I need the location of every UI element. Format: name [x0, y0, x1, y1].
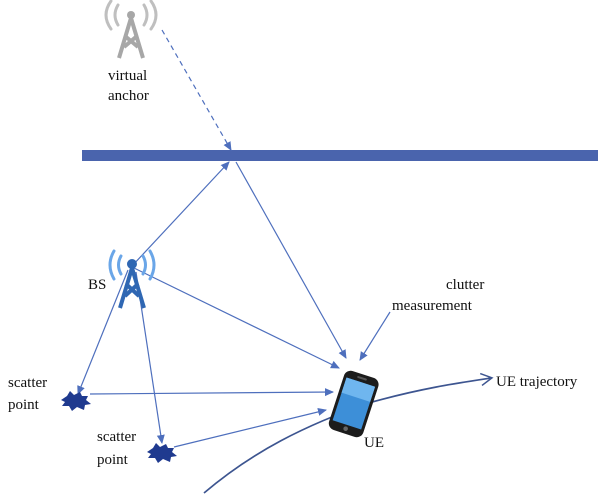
reflecting-wall [82, 150, 598, 161]
virtual-anchor-path [161, 29, 232, 151]
bs-to-ue-ray [133, 267, 340, 369]
ue-smartphone-icon [328, 370, 379, 438]
bs-tower-icon [108, 249, 156, 309]
scatter1-to-ue-ray [89, 388, 334, 397]
wall-to-ue-ray [235, 161, 347, 359]
scatter-point-1-icon [61, 391, 91, 411]
scatter-point-1-label-line1: scatter [8, 375, 47, 391]
scatter2-to-ue-ray [173, 408, 327, 448]
ue-label: UE [364, 435, 384, 451]
virtual-anchor-label-line2: anchor [108, 88, 149, 104]
clutter-measurement-label-line2: measurement [392, 298, 473, 314]
bs-to-wall-ray [131, 161, 230, 267]
clutter-measurement-ray [359, 311, 391, 361]
bs-label: BS [88, 277, 106, 293]
scatter-point-2-label-line2: point [97, 452, 129, 468]
scatter-point-2-label-line1: scatter [97, 429, 136, 445]
clutter-measurement-label-line1: clutter [446, 277, 484, 293]
bs-to-scatter1-ray [77, 269, 129, 395]
virtual-anchor-label-line1: virtual [108, 68, 147, 84]
scatter-point-2-icon [147, 443, 177, 463]
virtual-anchor-tower-icon [104, 0, 158, 59]
ue-trajectory-label: UE trajectory [496, 374, 578, 390]
scatter-point-1-label-line2: point [8, 397, 40, 413]
